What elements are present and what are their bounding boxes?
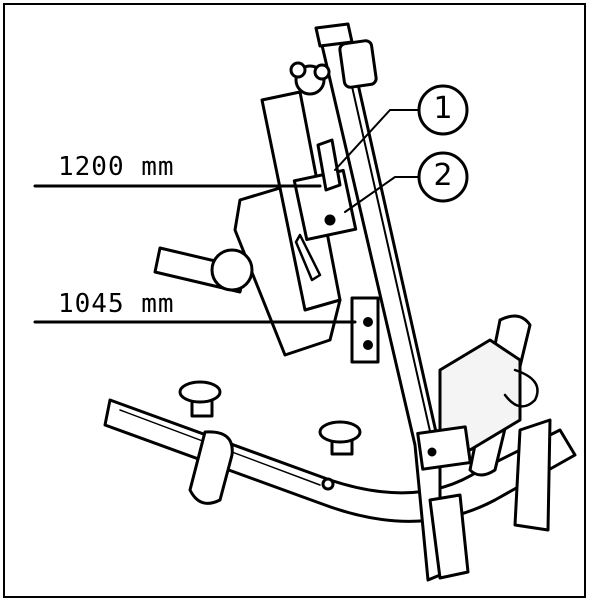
foot-peg-left xyxy=(178,380,222,418)
adjust-lever xyxy=(316,138,342,192)
roller-pad xyxy=(188,430,234,505)
upright-top-block xyxy=(338,39,378,89)
lower-collar xyxy=(350,296,380,364)
rear-cable xyxy=(503,368,539,408)
base-plate-screw xyxy=(427,447,437,457)
clamp-bracket xyxy=(292,168,358,242)
collar-screw-1 xyxy=(363,317,373,327)
dimension-label-lower: 1045 mm xyxy=(58,289,175,319)
bracket-screw xyxy=(324,214,336,226)
rear-leg xyxy=(513,418,552,532)
callout-label-2: 2 xyxy=(433,158,453,193)
seat-handle xyxy=(294,233,322,282)
star-knob-icon xyxy=(289,61,331,96)
round-knob-icon xyxy=(210,248,254,292)
upright-inner-edge xyxy=(345,59,433,441)
callout-label-1: 1 xyxy=(433,91,453,126)
callout-leader-1 xyxy=(334,109,420,171)
callout-leader-2 xyxy=(344,176,420,213)
foot-peg-center xyxy=(318,420,362,456)
base-plate xyxy=(416,425,472,471)
lower-post xyxy=(428,493,470,580)
dimension-label-upper: 1200 mm xyxy=(58,152,175,182)
collar-screw-2 xyxy=(363,340,373,350)
base-frame-bolt xyxy=(321,477,335,491)
